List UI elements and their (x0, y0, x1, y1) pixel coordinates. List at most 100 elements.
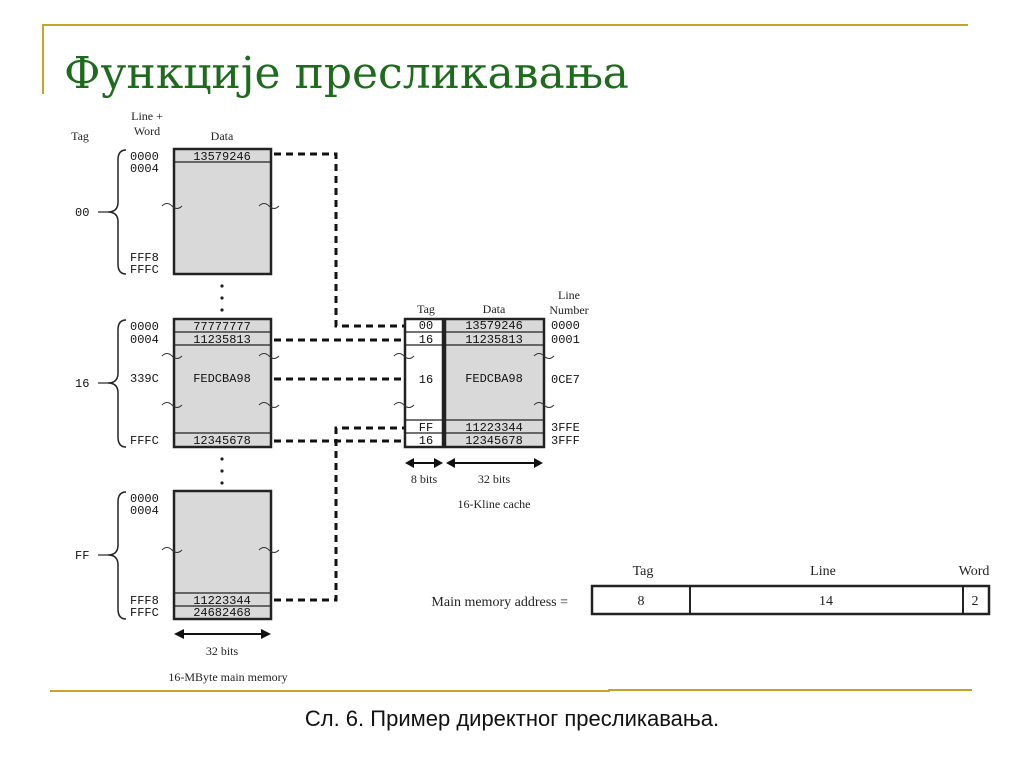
break-tilde (258, 402, 280, 408)
cache-header-tag: Tag (417, 302, 435, 316)
address-field-bits-word: 2 (972, 594, 979, 609)
cache-line-number: 0CE7 (551, 373, 580, 387)
mm-data: 12345678 (193, 434, 251, 448)
mm-addr: 0000 (130, 492, 159, 506)
break-tilde (258, 547, 280, 553)
mm-block-16: 16 0000 77777777 0004 11235813 339C FEDC… (75, 317, 280, 449)
mm-width-arrow (174, 629, 271, 639)
cache-row: FF 11223344 3FFE (419, 421, 580, 435)
cache-data: FEDCBA98 (465, 372, 523, 386)
mm-header-line-word-1: Line + (131, 109, 163, 123)
mm-width-label: 32 bits (206, 644, 239, 658)
mm-addr: 0004 (130, 333, 159, 347)
address-format-box (590, 584, 991, 616)
cache-tag-column (403, 317, 445, 449)
cache-tag: 16 (419, 333, 433, 347)
mm-header-data: Data (211, 129, 234, 143)
cache-header-data: Data (483, 302, 506, 316)
address-format-outline (590, 584, 991, 616)
cache-line-number: 3FFF (551, 434, 580, 448)
mm-tag-00: 00 (75, 206, 89, 220)
top-rule (42, 24, 968, 26)
cache-tag-width-arrow (405, 458, 443, 468)
mm-block-16-rect (172, 317, 273, 449)
mm-tag-16: 16 (75, 377, 89, 391)
continuation-dot (220, 284, 224, 288)
left-rule (42, 24, 44, 94)
bottom-rule-right (608, 689, 972, 691)
mm-label: 16-MByte main memory (168, 670, 287, 684)
mm-data: 13579246 (193, 150, 251, 164)
cache-tag: FF (419, 421, 433, 435)
slide-title: Функције пресликавања (64, 48, 629, 99)
cache-line-number: 0000 (551, 319, 580, 333)
mm-brace-00 (107, 149, 127, 275)
cache-data-width-arrow (446, 458, 543, 468)
address-label: Main memory address = (431, 595, 568, 610)
continuation-dot (220, 481, 224, 485)
mm-block-00-rect (172, 147, 273, 276)
cache-data-width-label: 32 bits (478, 472, 511, 486)
cache-tag: 16 (419, 434, 433, 448)
break-tilde (161, 203, 183, 209)
cache-row: 16 11235813 0001 (419, 333, 580, 347)
connector-line (274, 152, 404, 328)
cache-line-number: 0001 (551, 333, 580, 347)
mm-addr: FFF8 (130, 594, 159, 608)
mm-brace-16 (107, 319, 127, 448)
mm-block-ff-rect (172, 489, 273, 621)
address-field-name-tag: Tag (633, 564, 654, 579)
break-tilde (258, 353, 280, 359)
address-field-bits-line: 14 (819, 594, 833, 609)
break-tilde (393, 402, 415, 408)
mm-block-00: 00 0000 13579246 0004 FFF8 FFFC (75, 147, 280, 277)
break-tilde (161, 353, 183, 359)
continuation-dot (220, 308, 224, 312)
address-field-name-line: Line (810, 564, 836, 579)
cache-data: 13579246 (465, 319, 523, 333)
mm-addr: FFFC (130, 434, 159, 448)
cache-tag: 00 (419, 319, 433, 333)
address-field-bits-tag: 8 (638, 594, 645, 609)
cache-header-line-2: Number (549, 303, 588, 317)
mm-addr: 0004 (130, 162, 159, 176)
mm-data: 77777777 (193, 320, 251, 334)
mm-data: 11223344 (193, 594, 251, 608)
mm-header-tag: Tag (71, 129, 89, 143)
break-tilde (533, 402, 555, 408)
mm-addr: 0004 (130, 504, 159, 518)
mm-brace-ff (107, 491, 127, 620)
break-tilde (258, 203, 280, 209)
mm-addr: FFF8 (130, 251, 159, 265)
bottom-rule-left (50, 690, 610, 692)
break-tilde (393, 353, 415, 359)
mm-data: 24682468 (193, 606, 251, 620)
cache-row: 16 12345678 3FFF (419, 434, 580, 448)
cache-data: 11235813 (465, 333, 523, 347)
break-tilde (533, 353, 555, 359)
cache-header-line-1: Line (558, 288, 580, 302)
mm-addr: FFFC (130, 606, 159, 620)
mm-block-ff: FF 0000 0004 FFF8 11223344 FFFC 24682468 (75, 489, 280, 621)
connector-line (274, 426, 404, 602)
cache-label: 16-Kline cache (458, 497, 531, 511)
mm-data: FEDCBA98 (193, 372, 251, 386)
mm-header-line-word-2: Word (134, 124, 160, 138)
cache-data: 11223344 (465, 421, 523, 435)
cache-line-number: 3FFE (551, 421, 580, 435)
mm-addr: 339C (130, 372, 159, 386)
mm-addr: 0000 (130, 150, 159, 164)
break-tilde (161, 547, 183, 553)
figure-caption: Сл. 6. Пример директног пресликавања. (304, 706, 720, 731)
mm-addr: FFFC (130, 263, 159, 277)
address-field-name-word: Word (959, 564, 990, 579)
cache-tag: 16 (419, 373, 433, 387)
mm-tag-ff: FF (75, 549, 89, 563)
cache-row: 16 FEDCBA98 0CE7 (419, 372, 580, 387)
mm-addr: 0000 (130, 320, 159, 334)
continuation-dot (220, 469, 224, 473)
cache-data: 12345678 (465, 434, 523, 448)
cache-tag-width-label: 8 bits (411, 472, 438, 486)
break-tilde (161, 402, 183, 408)
